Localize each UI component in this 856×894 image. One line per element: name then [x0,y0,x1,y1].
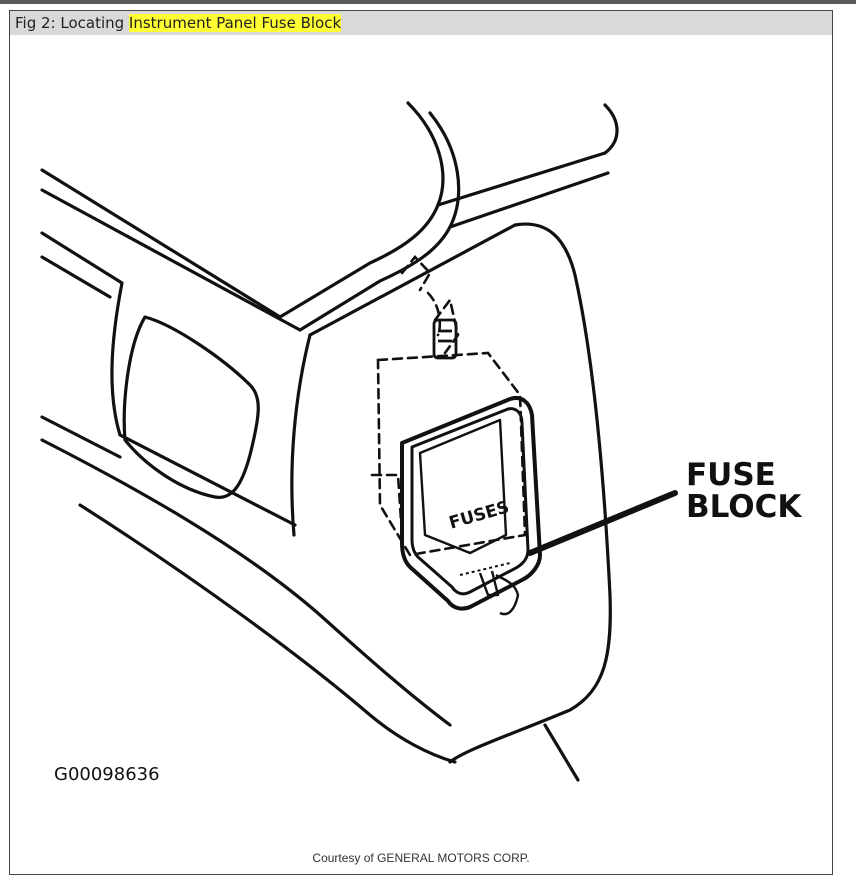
figure-caption: Fig 2: Locating Instrument Panel Fuse Bl… [10,11,832,35]
fuses-label: FUSES [447,497,512,533]
caption-highlight: Instrument Panel Fuse Block [128,14,342,32]
top-rule [0,0,856,4]
fuse-block-diagram: FUSES FUSE BLOCK G00098636 [40,101,802,785]
figure-code: G00098636 [54,764,160,785]
windshield-pillar [40,101,619,332]
callout-block: BLOCK [686,489,802,525]
credit-line: Courtesy of GENERAL MOTORS CORP. [312,851,530,865]
callout-leader [527,490,678,556]
caption-prefix: Fig 2: Locating [15,14,129,32]
figure-frame: Fig 2: Locating Instrument Panel Fuse Bl… [9,10,833,875]
connector-plug [432,318,458,360]
callout-fuse: FUSE [686,457,776,493]
side-window [122,315,260,499]
instrument-panel [40,222,612,782]
fuse-block [400,396,542,616]
